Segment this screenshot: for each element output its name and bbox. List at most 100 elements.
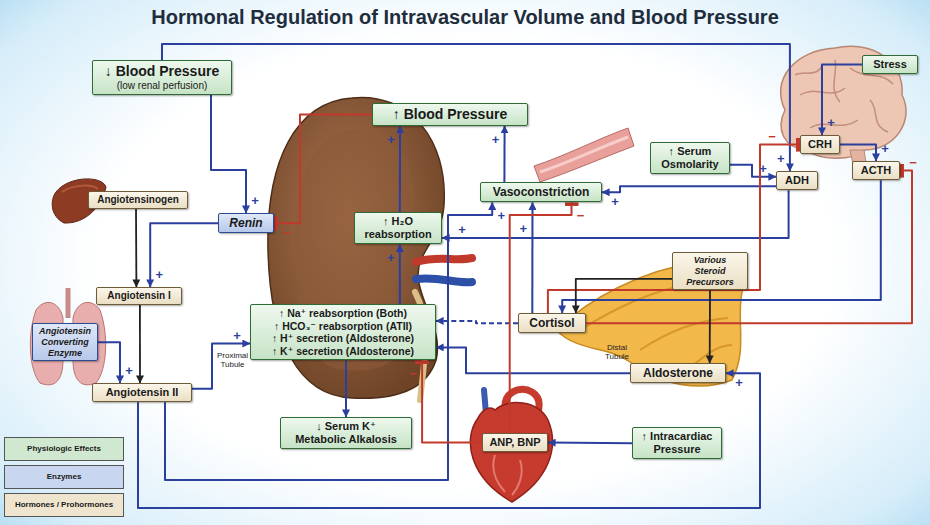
box-text: Various Steroid Precursors (677, 255, 743, 287)
connector (503, 126, 505, 182)
box-text: ↑ Blood Pressure (377, 106, 523, 123)
heart-highlight (493, 455, 522, 495)
connector (211, 95, 246, 213)
connector (562, 180, 881, 313)
box-text: ↑ K⁺ secretion (Aldosterone) (255, 345, 431, 358)
connector (345, 360, 347, 417)
hormone-box: Various Steroid Precursors (672, 252, 748, 290)
sign-label: + (520, 222, 528, 235)
box-text: ↑ HCO₃⁻ reabsorption (ATII) (255, 320, 431, 333)
effect-box: Vasoconstriction (480, 182, 602, 202)
sign-label: + (497, 209, 505, 222)
connector (135, 209, 137, 287)
box-text: ADH (781, 174, 813, 187)
sign-label: + (611, 195, 619, 208)
sign-label: + (125, 364, 133, 377)
adrenal-texture (580, 282, 732, 368)
box-text: Renin (223, 216, 269, 230)
box-text: Angiotensin I (101, 290, 177, 302)
connector (399, 126, 401, 212)
sign-label: + (777, 152, 785, 165)
connector (576, 279, 672, 313)
hormone-box: Angiotensinogen (88, 191, 188, 209)
sign-label: + (881, 142, 889, 155)
sign-label: + (251, 194, 259, 207)
box-text: (low renal perfusion) (97, 80, 227, 92)
hormone-box: Angiotensin II (92, 383, 192, 402)
connector (586, 171, 912, 324)
sign-label: − (768, 129, 776, 142)
box-text: Angiotensin II (97, 386, 187, 399)
effect-box: ↓ Blood Pressure(low renal perfusion) (92, 60, 232, 95)
legend-swatch: Hormones / Prohormones (4, 493, 124, 517)
sign-label: − (283, 226, 291, 239)
connector (822, 65, 862, 135)
hormone-box: ANP, BNP (482, 433, 548, 452)
box-text: ↑ H⁺ secretion (Aldosterone) (255, 332, 431, 345)
enzyme-box: Renin (218, 213, 274, 233)
hormone-box: Angiotensin I (96, 287, 182, 305)
effect-box: ↑ H₂O reabsorption (354, 212, 442, 244)
connector (150, 223, 218, 287)
box-text: CRH (805, 138, 835, 151)
connector (139, 305, 141, 383)
legend-text: Enzymes (47, 473, 82, 482)
effect-box: ↑ Na⁺ reabsorption (Both)↑ HCO₃⁻ reabsor… (250, 304, 436, 360)
legend-text: Physiologic Effects (27, 445, 101, 454)
connector (162, 44, 790, 171)
enzyme-box: Angiotensin Converting Enzyme (32, 323, 98, 361)
sign-label: + (827, 116, 835, 129)
box-text: Stress (867, 58, 913, 71)
tubule-label: Distal Tubule (596, 343, 638, 361)
effect-box: ↑ Blood Pressure (372, 103, 528, 126)
hormone-box: ADH (776, 171, 818, 190)
sign-label: + (233, 328, 241, 341)
sign-label: + (458, 222, 466, 235)
sign-label: + (387, 132, 395, 145)
legend-swatch: Physiologic Effects (4, 437, 124, 461)
sign-label: + (759, 161, 767, 174)
box-text: ↓ Serum K⁺ (285, 420, 407, 433)
connector (274, 114, 372, 223)
connector (436, 347, 630, 373)
box-text: Angiotensin Converting Enzyme (37, 326, 93, 358)
sign-label: − (409, 367, 417, 380)
box-text: Angiotensinogen (93, 194, 183, 206)
connector (192, 344, 250, 389)
connector (548, 145, 800, 313)
effect-box: ↑ Intracardiac Pressure (632, 427, 722, 459)
effect-box: Stress (862, 55, 918, 74)
box-text: Cortisol (523, 316, 581, 330)
heart-illustration (470, 403, 552, 502)
box-text: ACTH (857, 164, 895, 177)
connector (436, 321, 518, 323)
box-text: Aldosterone (635, 366, 721, 380)
sign-label: + (735, 376, 743, 389)
box-text: ↑ Na⁺ reabsorption (Both) (255, 307, 431, 320)
sign-label: − (577, 209, 585, 222)
connector (709, 290, 711, 363)
sign-label: + (155, 268, 163, 281)
connector (165, 202, 492, 480)
box-text: Vasoconstriction (485, 185, 597, 199)
sign-label: + (387, 251, 395, 264)
box-text: ↑ Serum Osmolarity (655, 145, 725, 171)
renal-artery (416, 258, 472, 262)
connector (548, 442, 632, 445)
hormone-box: CRH (800, 135, 840, 154)
vessel-illustration (534, 128, 634, 182)
hormone-box: ACTH (852, 161, 900, 180)
box-text: ↓ Blood Pressure (97, 63, 227, 80)
legend-swatch: Enzymes (4, 465, 124, 489)
tubule-label: Proximal Tubule (216, 351, 249, 369)
effect-box: ↓ Serum K⁺Metabolic Alkalosis (280, 417, 412, 449)
legend-text: Hormones / Prohormones (15, 501, 113, 510)
box-text: ↑ Intracardiac Pressure (637, 430, 717, 456)
effect-box: ↑ Serum Osmolarity (650, 142, 730, 174)
box-text: ↑ H₂O reabsorption (359, 215, 437, 241)
box-text: Metabolic Alkalosis (285, 433, 407, 446)
hormone-box: Cortisol (518, 313, 586, 333)
connector (399, 244, 401, 304)
connector (98, 342, 120, 383)
